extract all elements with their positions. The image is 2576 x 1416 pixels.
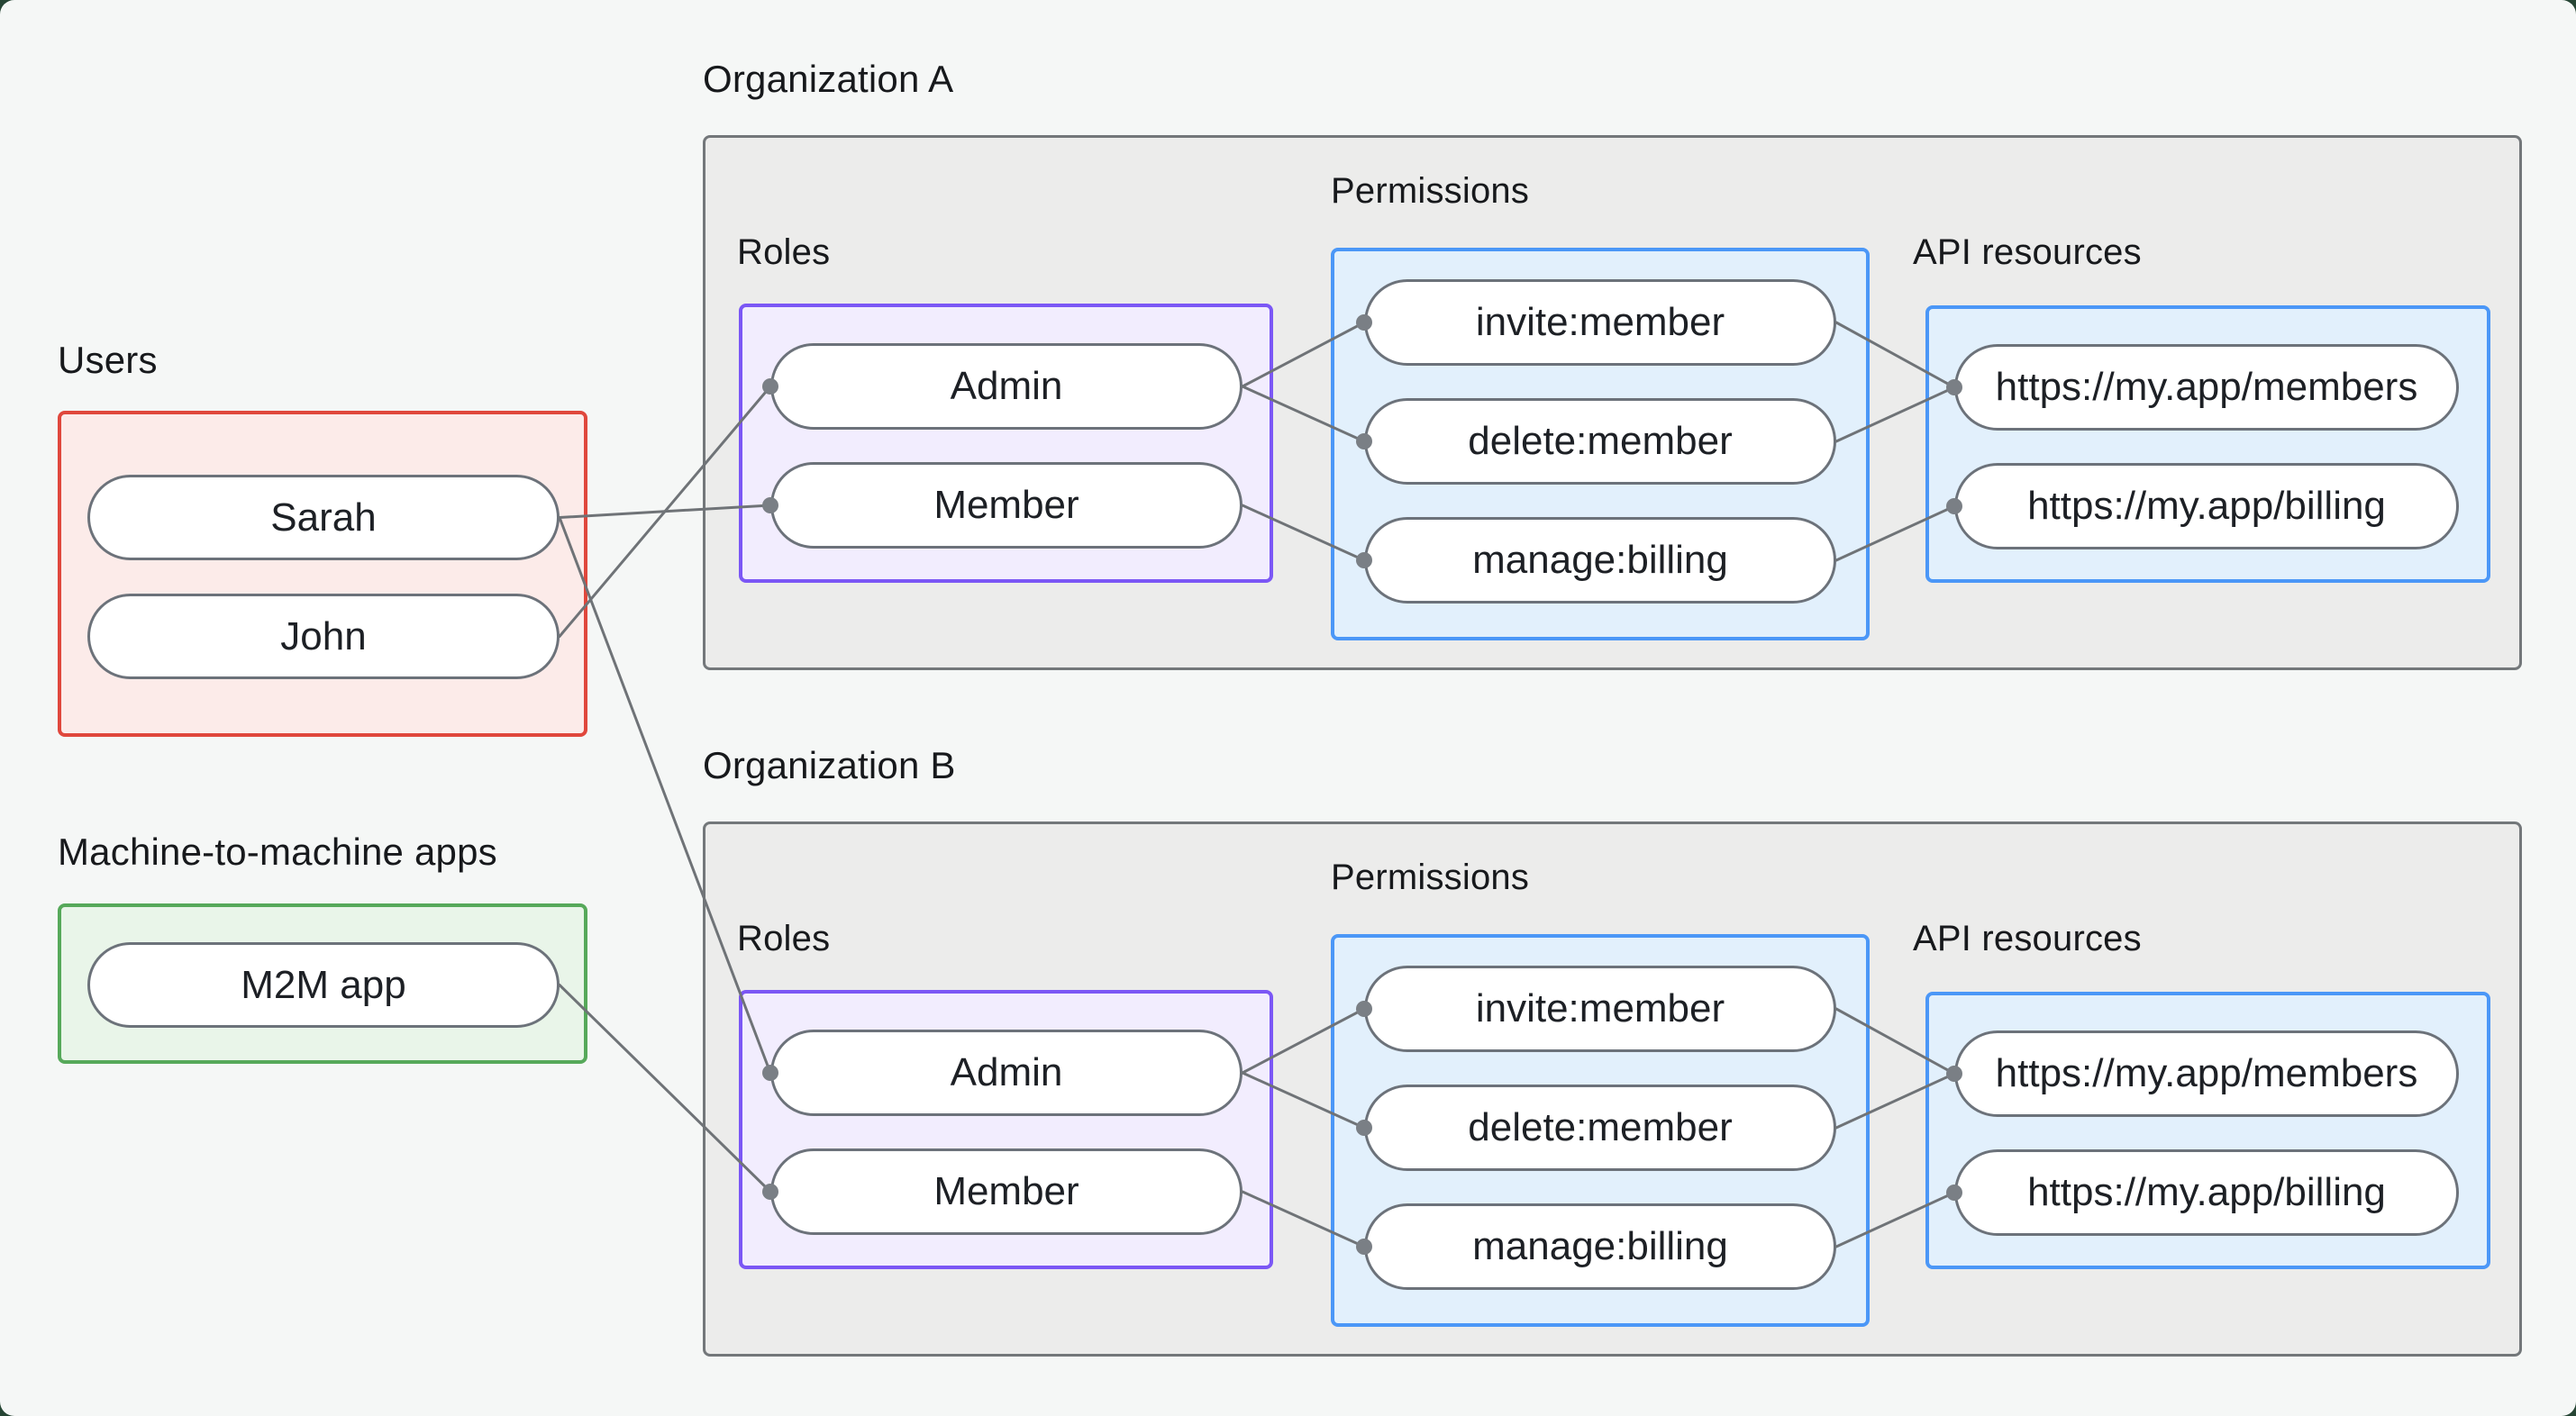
section-title-orgA-roles: Roles [737, 232, 831, 272]
node-sarah: Sarah [87, 475, 560, 560]
node-label-orgA-delete: delete:member [1468, 419, 1733, 463]
node-orgB-admin: Admin [770, 1030, 1242, 1116]
node-label-orgA-members: https://my.app/members [1995, 365, 2418, 409]
node-orgA-delete: delete:member [1364, 398, 1836, 485]
node-label-sarah: Sarah [270, 495, 377, 540]
node-label-m2m-app: M2M app [241, 962, 406, 1007]
node-orgB-delete: delete:member [1364, 1085, 1836, 1171]
node-m2m-app: M2M app [87, 942, 560, 1028]
node-label-orgB-admin: Admin [950, 1050, 1063, 1094]
node-label-john: John [280, 613, 367, 658]
node-orgA-billing: https://my.app/billing [1954, 463, 2459, 549]
node-label-orgA-member: Member [933, 483, 1079, 527]
node-label-orgB-member: Member [933, 1169, 1079, 1213]
node-orgA-member: Member [770, 462, 1242, 549]
section-title-orgB-permissions: Permissions [1331, 858, 1530, 897]
node-orgA-manage: manage:billing [1364, 517, 1836, 604]
node-label-orgA-admin: Admin [950, 364, 1063, 408]
node-label-orgB-billing: https://my.app/billing [2027, 1170, 2386, 1214]
node-orgA-invite: invite:member [1364, 279, 1836, 366]
org-title-orgA: Organization A [703, 58, 954, 100]
node-orgB-billing: https://my.app/billing [1954, 1149, 2459, 1236]
org-title-orgB: Organization B [703, 744, 956, 786]
section-title-orgB-roles: Roles [737, 919, 831, 958]
group-title-m2m: Machine-to-machine apps [58, 831, 497, 873]
section-title-orgA-api: API resources [1913, 232, 2142, 272]
node-orgB-invite: invite:member [1364, 966, 1836, 1052]
node-orgB-members: https://my.app/members [1954, 1030, 2459, 1117]
node-label-orgB-members: https://my.app/members [1995, 1051, 2418, 1095]
node-label-orgB-delete: delete:member [1468, 1105, 1733, 1149]
node-label-orgB-manage: manage:billing [1472, 1224, 1728, 1268]
section-title-orgA-permissions: Permissions [1331, 171, 1530, 211]
group-title-users: Users [58, 339, 158, 381]
node-orgA-admin: Admin [770, 343, 1242, 430]
node-label-orgA-invite: invite:member [1475, 300, 1725, 344]
node-label-orgA-billing: https://my.app/billing [2027, 484, 2386, 528]
node-orgB-member: Member [770, 1148, 1242, 1235]
section-title-orgB-api: API resources [1913, 919, 2142, 958]
group-box-users [58, 411, 587, 737]
node-label-orgB-invite: invite:member [1475, 986, 1725, 1030]
node-john: John [87, 594, 560, 679]
node-orgA-members: https://my.app/members [1954, 344, 2459, 431]
node-orgB-manage: manage:billing [1364, 1203, 1836, 1290]
node-label-orgA-manage: manage:billing [1472, 538, 1728, 582]
